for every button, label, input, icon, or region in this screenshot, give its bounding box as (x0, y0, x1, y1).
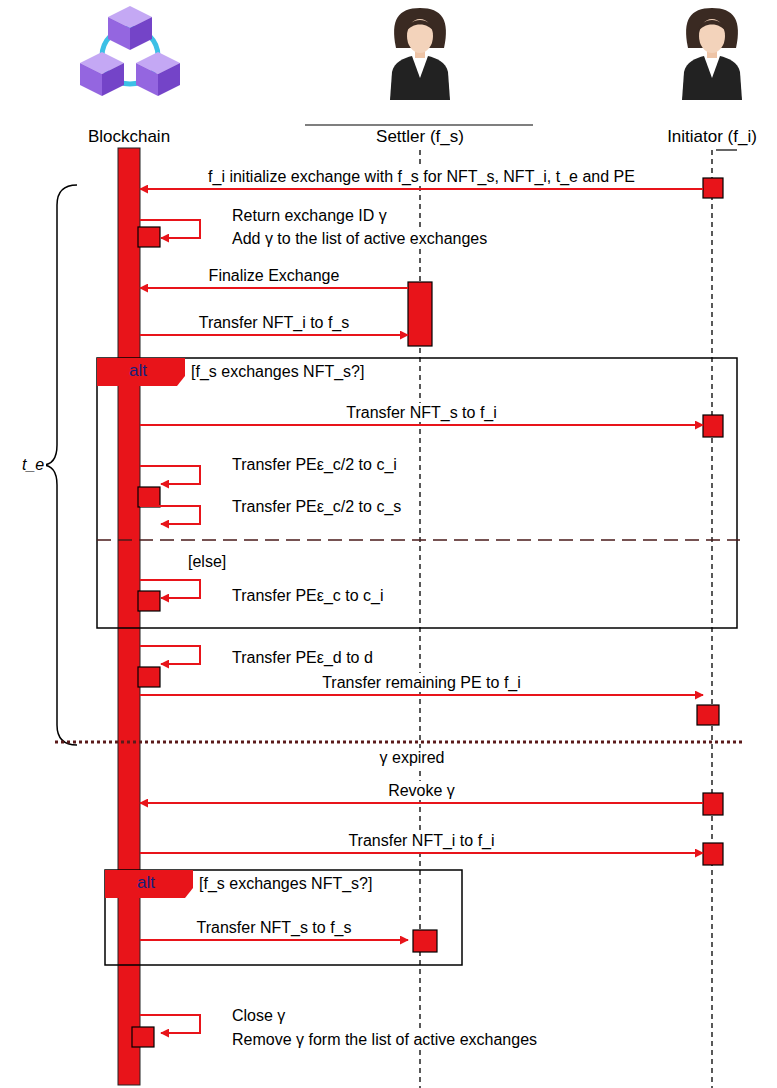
message-label: Return exchange ID γ (230, 206, 389, 225)
message-arrow (140, 852, 703, 854)
lifeline-head: Settler (f_s) (373, 127, 467, 147)
message-arrow (140, 694, 703, 696)
header-rule (716, 149, 737, 150)
message-arrow (140, 424, 703, 426)
duration-brace (42, 185, 77, 745)
lifeline-name: Blockchain (88, 127, 170, 146)
message-label: Transfer NFT_s to f_i (344, 403, 499, 422)
initiator-icon (682, 8, 742, 100)
guard-condition: [f_s exchanges NFT_s?] (197, 874, 374, 893)
alt-divider (97, 539, 740, 541)
alt-frame (97, 358, 737, 628)
message-label: Transfer PEε_c/2 to c_i (230, 455, 399, 474)
expiry-line (55, 741, 745, 744)
settler-icon (390, 8, 450, 100)
message-label: Transfer PEε_d to d (230, 648, 375, 667)
message-label: Revoke γ (386, 781, 457, 800)
blockchain-lifeline (118, 148, 140, 1085)
message-arrow (140, 188, 703, 190)
message-label: Transfer NFT_s to f_s (194, 918, 353, 937)
expiry-label: γ expired (378, 748, 447, 767)
activation-boxes (132, 178, 723, 1047)
message-label: Transfer NFT_i to f_s (197, 313, 352, 332)
message-arrow (140, 466, 200, 484)
message-label: Transfer PEε_c/2 to c_s (230, 497, 403, 516)
fragment-operator: alt (127, 361, 149, 380)
lifeline-head: Blockchain (85, 127, 173, 147)
message-arrow (140, 646, 200, 664)
message-label: Close γ (230, 1006, 287, 1025)
message-arrow (140, 802, 703, 804)
message-label: Finalize Exchange (207, 266, 342, 285)
alt-frame (105, 870, 462, 965)
message-arrow (140, 287, 408, 289)
note-text: Add γ to the list of active exchanges (230, 229, 489, 248)
guard-condition: [else] (186, 552, 228, 571)
message-label: Transfer remaining PE to f_i (320, 673, 523, 692)
message-label: Transfer NFT_i to f_i (346, 831, 496, 850)
message-arrow (140, 939, 408, 941)
message-arrow (140, 334, 408, 336)
lifeline-head: Initiator (f_i) (664, 127, 760, 147)
message-arrow (140, 506, 200, 524)
initiator-lifeline (711, 150, 712, 1088)
lifeline-name: Initiator (f_i) (667, 127, 757, 146)
message-arrow (140, 580, 200, 598)
message-label: Transfer PEε_c to c_i (230, 586, 385, 605)
message-arrow (140, 1015, 200, 1033)
header-rule (305, 124, 533, 125)
note-text: Remove γ form the list of active exchang… (230, 1030, 539, 1049)
alt-tag (97, 358, 185, 386)
lifeline-name: Settler (f_s) (376, 127, 464, 146)
guard-condition: [f_s exchanges NFT_s?] (189, 362, 366, 381)
blockchain-icon (80, 6, 180, 96)
message-arrow (140, 220, 200, 238)
alt-tag (105, 870, 193, 898)
duration-label: t_e (20, 455, 46, 474)
message-label: f_i initialize exchange with f_s for NFT… (206, 167, 637, 186)
fragment-operator: alt (135, 873, 157, 892)
